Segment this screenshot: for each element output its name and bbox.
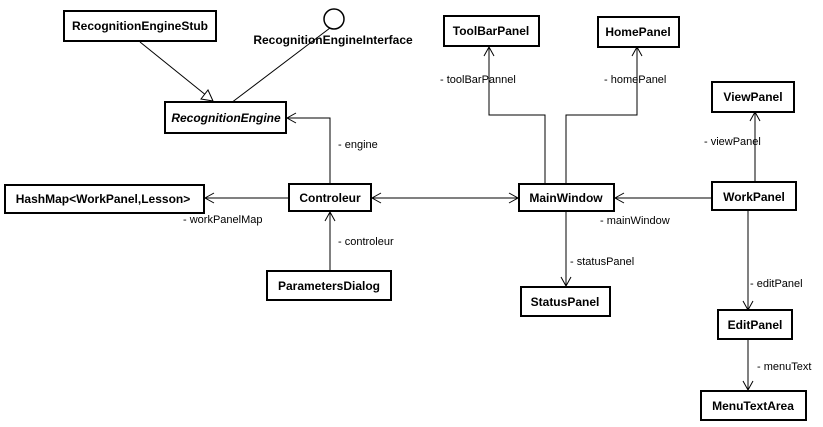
class-name: HashMap<WorkPanel,Lesson> <box>16 192 191 206</box>
class-name: RecognitionEngine <box>171 111 281 125</box>
association-controleur-hashmap <box>203 192 289 204</box>
generalization-triangle <box>200 89 214 102</box>
role-label-main-window: - mainWindow <box>600 215 670 227</box>
role-label-work-panel-map: - workPanelMap <box>183 214 262 226</box>
association-controleur-mainwindow <box>370 192 520 204</box>
class-recognition-engine-stub[interactable]: RecognitionEngineStub <box>63 10 217 42</box>
class-name: RecognitionEngineStub <box>72 19 208 33</box>
class-work-panel[interactable]: WorkPanel <box>711 181 797 211</box>
generalization-stub-to-engine <box>139 41 214 102</box>
class-name: HomePanel <box>605 25 670 39</box>
association-controleur-engine <box>285 112 331 184</box>
class-menu-text-area[interactable]: MenuTextArea <box>700 390 807 421</box>
association-workpanel-editpanel <box>742 209 754 312</box>
role-label-toolbar-pannel: - toolBarPannel <box>440 74 516 86</box>
class-name: Controleur <box>299 191 361 205</box>
association-editpanel-menutextarea <box>742 339 754 392</box>
class-status-panel[interactable]: StatusPanel <box>520 286 611 317</box>
class-parameters-dialog[interactable]: ParametersDialog <box>266 270 392 301</box>
association-mainwindow-homepanel <box>565 45 643 184</box>
interface-lollipop <box>323 8 345 30</box>
class-name: ViewPanel <box>723 90 782 104</box>
role-label-edit-panel: - editPanel <box>750 278 803 290</box>
class-name: ParametersDialog <box>278 279 380 293</box>
class-controleur[interactable]: Controleur <box>288 183 372 212</box>
class-name: MainWindow <box>529 191 603 205</box>
association-parameters-controleur <box>324 210 336 270</box>
class-recognition-engine[interactable]: RecognitionEngine <box>164 101 287 134</box>
realization-interface-to-engine <box>230 8 345 104</box>
class-name: WorkPanel <box>723 190 785 204</box>
class-hashmap[interactable]: HashMap<WorkPanel,Lesson> <box>4 184 205 214</box>
class-view-panel[interactable]: ViewPanel <box>711 81 795 113</box>
role-label-menu-text: - menuText <box>757 361 811 373</box>
class-main-window[interactable]: MainWindow <box>518 183 615 212</box>
role-label-view-panel: - viewPanel <box>704 136 761 148</box>
role-label-engine: - engine <box>338 139 378 151</box>
association-mainwindow-statuspanel <box>560 212 572 288</box>
class-edit-panel[interactable]: EditPanel <box>717 309 793 340</box>
role-label-status-panel: - statusPanel <box>570 256 634 268</box>
class-name: ToolBarPanel <box>453 24 529 38</box>
class-home-panel[interactable]: HomePanel <box>597 16 680 48</box>
interface-name: RecognitionEngineInterface <box>253 33 413 47</box>
class-name: StatusPanel <box>531 295 600 309</box>
class-name: EditPanel <box>728 318 783 332</box>
association-workpanel-viewpanel <box>749 110 761 184</box>
role-label-controleur: - controleur <box>338 236 394 248</box>
association-workpanel-mainwindow <box>613 192 712 204</box>
class-name: MenuTextArea <box>712 399 794 413</box>
class-toolbar-panel[interactable]: ToolBarPanel <box>443 15 540 47</box>
role-label-home-panel: - homePanel <box>604 74 666 86</box>
association-mainwindow-toolbarpanel <box>483 45 546 184</box>
